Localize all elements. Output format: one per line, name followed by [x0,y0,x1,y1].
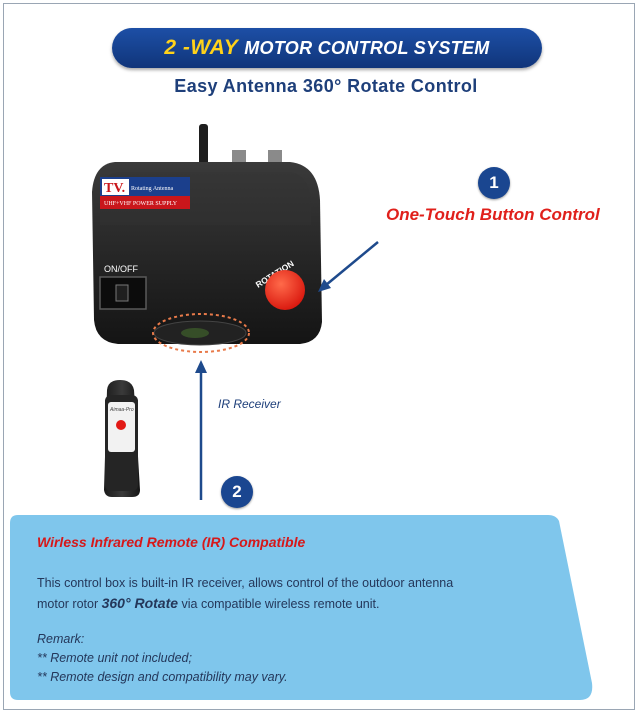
brand-logo: TV. [104,181,125,196]
control-box-illustration: TV. Rotating Antenna UHF+VHF POWER SUPPL… [92,124,379,500]
info-body-line1: This control box is built-in IR receiver… [37,576,454,590]
ir-receiver-label: IR Receiver [218,397,281,411]
antenna-rod [199,124,208,170]
info-body-text-a: motor rotor [37,597,102,611]
callout-badge-1: 1 [478,167,510,199]
rotation-button [265,270,305,310]
remote-brand: Aimaa-Pro [109,407,134,413]
brand-sub: Rotating Antenna [131,186,173,192]
remark-title: Remark: [37,632,85,646]
power-label: UHF+VHF POWER SUPPLY [104,201,178,207]
ir-highlight-ring [152,313,250,353]
info-box-shape [10,515,593,700]
info-body-bold: 360° Rotate [101,595,179,611]
remote-button [116,420,126,430]
title-banner: 2 -WAY MOTOR CONTROL SYSTEM [112,28,542,68]
arrow-to-button [325,241,379,286]
info-heading: Wirless Infrared Remote (IR) Compatible [37,534,306,550]
subtitle: Easy Antenna 360° Rotate Control [174,76,478,96]
callout-badge-2: 2 [221,476,253,508]
info-body-text-b: via compatible wireless remote unit. [178,597,380,611]
switch-label: ON/OFF [104,264,138,274]
title-highlight: 2 -WAY [164,36,239,59]
remark-block: Remark: ** Remote unit not included; ** … [37,630,288,687]
info-body: This control box is built-in IR receiver… [37,573,557,614]
one-touch-label: One-Touch Button Control [386,205,600,224]
remark-line-1: ** Remote unit not included; [37,651,192,665]
info-body-line2: motor rotor 360° Rotate via compatible w… [37,593,557,614]
info-box [10,515,594,700]
remark-line-2: ** Remote design and compatibility may v… [37,670,288,684]
title-text: MOTOR CONTROL SYSTEM [244,37,490,58]
